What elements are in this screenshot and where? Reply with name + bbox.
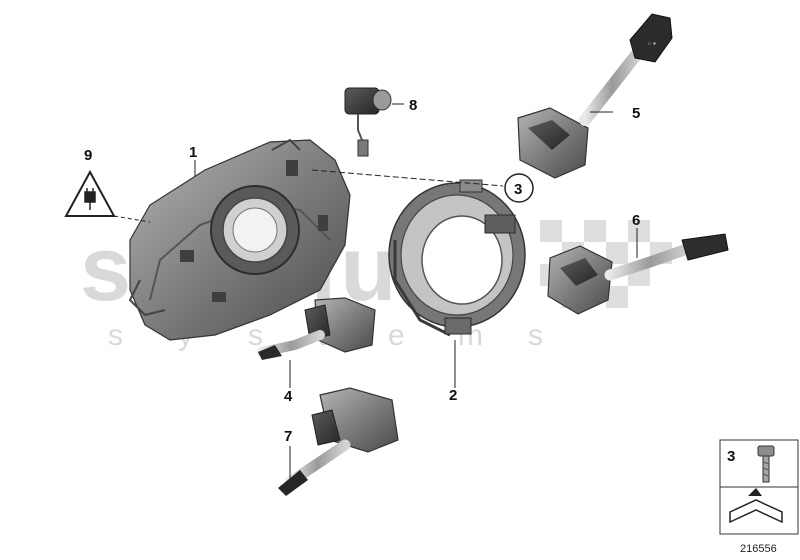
plug-icon <box>84 188 96 210</box>
legend-box: 3 <box>719 439 799 535</box>
legend-item-number: 3 <box>727 448 735 465</box>
diagram-id: 216556 <box>740 543 777 555</box>
callout-5: 5 <box>632 105 640 122</box>
part-4-turn-signal-switch <box>257 297 376 360</box>
part-1-switch-housing <box>128 138 351 341</box>
callout-3: 3 <box>514 181 522 198</box>
watermark-letter: e <box>388 319 405 352</box>
part-5-combination-switch: ◦ ▪ <box>517 13 673 179</box>
part-2-clock-spring <box>388 179 526 337</box>
callout-3-circle <box>504 173 534 203</box>
callouts: 1 2 3 4 5 6 7 8 9 <box>84 97 640 445</box>
callout-6: 6 <box>632 212 640 229</box>
part-7-wiper-switch <box>278 387 399 496</box>
leader-lines <box>113 103 638 480</box>
callout-9: 9 <box>84 147 92 164</box>
callout-8: 8 <box>409 97 417 114</box>
callout-2: 2 <box>449 387 457 404</box>
callout-4: 4 <box>284 388 293 405</box>
part-9-electrostatic-warning <box>64 169 116 217</box>
direction-arrow-icon <box>729 488 783 524</box>
watermark-letter: s <box>108 319 123 352</box>
stalk-symbol: ◦ ▪ <box>648 39 656 48</box>
torx-screw-icon <box>757 445 775 483</box>
part-6-wiper-washer-switch <box>547 233 729 315</box>
watermark-letter: s <box>248 319 263 352</box>
callout-1: 1 <box>189 144 197 161</box>
part-8-sensor <box>344 87 392 157</box>
watermark-letter: s <box>528 319 543 352</box>
callout-7: 7 <box>284 428 292 445</box>
